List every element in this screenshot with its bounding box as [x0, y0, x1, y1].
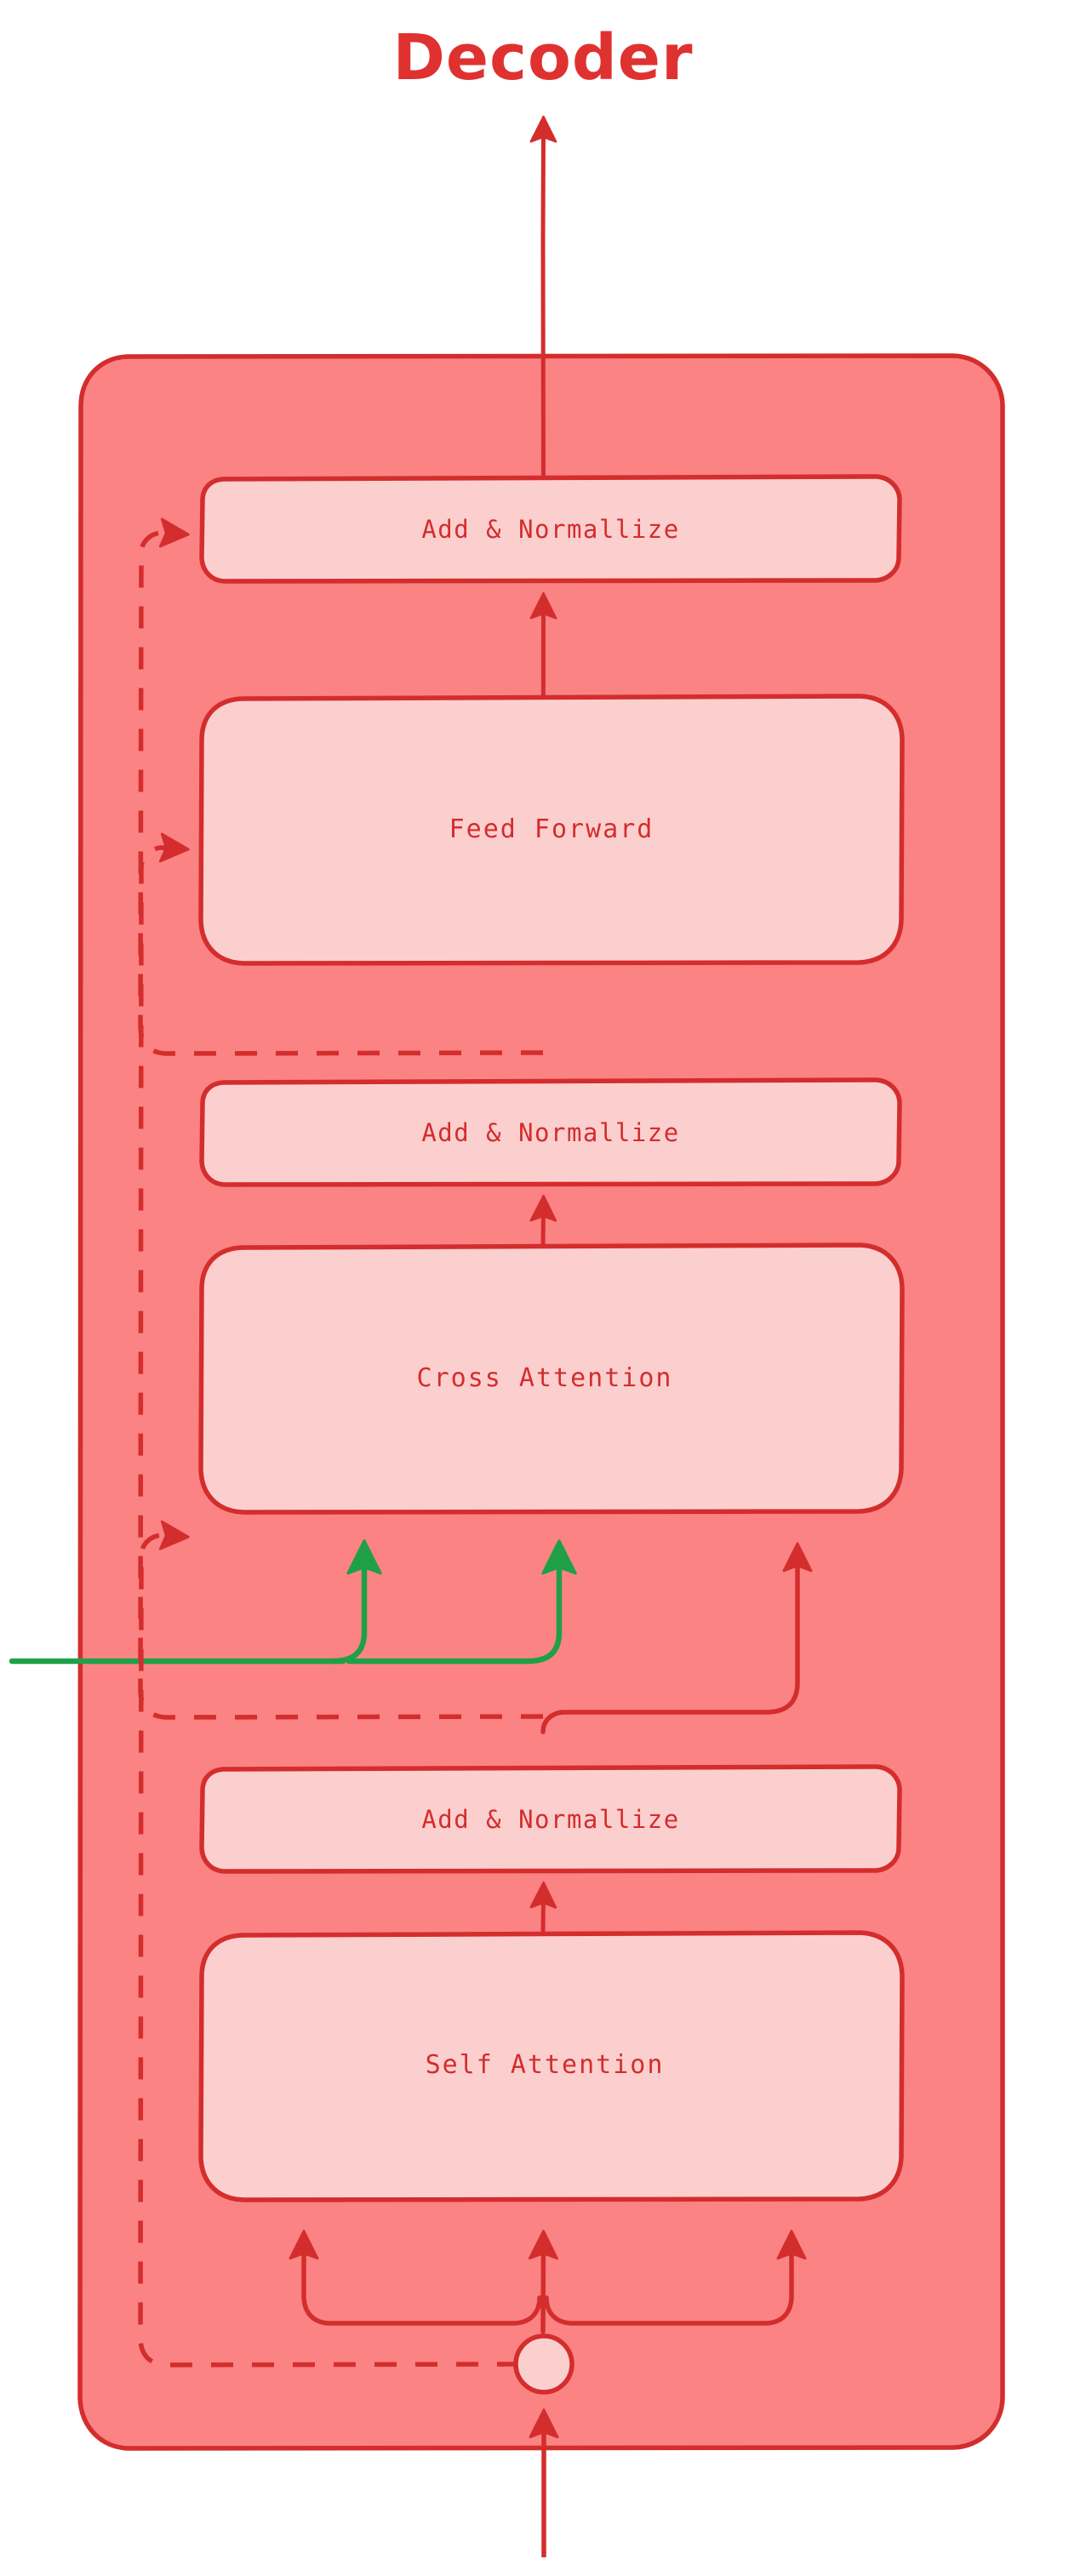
- cross-attention-shape: [198, 1242, 905, 1515]
- residual-dashed-bottom: [138, 1520, 520, 2368]
- arrow-query-to-selfattn: [528, 2230, 558, 2334]
- arrow-key-to-selfattn: [289, 2230, 542, 2326]
- block-cross-attention[interactable]: Cross Attention: [198, 1242, 905, 1515]
- block-add-norm-top[interactable]: Add & Normallize: [199, 474, 902, 584]
- add-norm-mid-shape: [199, 1077, 902, 1187]
- add-norm-mid-label: Add & Normallize: [421, 1118, 679, 1147]
- encoder-key-arrow: [329, 1539, 382, 1665]
- residual-connection-mid: [138, 832, 544, 1720]
- add-norm-bottom-shape: [199, 1764, 902, 1874]
- block-self-attention[interactable]: Self Attention: [198, 1930, 905, 2202]
- self-attention-shape: [198, 1930, 905, 2202]
- page-title: Decoder: [393, 21, 694, 94]
- output-arrow: [529, 115, 557, 511]
- cross-attention-query-path: [540, 1542, 813, 1734]
- input-node-circle: [513, 2333, 574, 2395]
- arrow-crossattn-to-addnorm-mid: [529, 1194, 557, 1248]
- input-embedding-node[interactable]: [513, 2333, 574, 2395]
- feed-forward-label: Feed Forward: [449, 814, 654, 844]
- add-norm-bottom-label: Add & Normallize: [421, 1805, 679, 1834]
- cross-attention-label: Cross Attention: [417, 1363, 673, 1393]
- arrow-query-to-crossattn: [540, 1542, 813, 1734]
- qkv-fanout: [289, 2230, 807, 2334]
- arrow-selfattn-to-addnorm-bottom: [529, 1881, 557, 1933]
- add-norm-top-label: Add & Normallize: [421, 515, 679, 544]
- feed-forward-shape: [198, 694, 905, 966]
- block-feed-forward[interactable]: Feed Forward: [198, 694, 905, 966]
- residual-dashed-mid: [138, 832, 544, 1720]
- encoder-output-connection: [9, 1539, 577, 1665]
- encoder-value-arrow: [346, 1539, 577, 1665]
- add-norm-top-shape: [199, 474, 902, 584]
- residual-connection-top: [138, 517, 544, 1056]
- self-attention-label: Self Attention: [426, 2050, 665, 2080]
- arrow-value-to-selfattn: [544, 2230, 807, 2326]
- block-add-norm-mid[interactable]: Add & Normallize: [199, 1077, 902, 1187]
- residual-connection-bottom: [138, 1520, 520, 2368]
- residual-dashed-top: [138, 517, 544, 1056]
- block-add-norm-bottom[interactable]: Add & Normallize: [199, 1764, 902, 1874]
